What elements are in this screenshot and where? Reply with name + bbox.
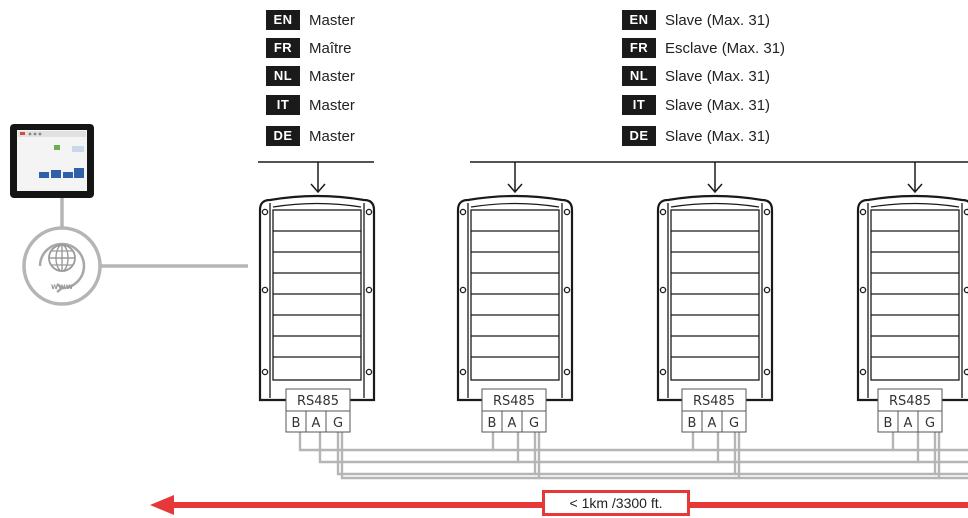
distance-label: < 1km /3300 ft. — [542, 490, 690, 516]
inverter-master — [258, 194, 376, 402]
inverter-slave — [656, 194, 774, 402]
bus-connection-lines — [258, 161, 968, 194]
terminal-pin-a: A — [708, 416, 717, 431]
inverter-slave — [856, 194, 968, 402]
slave-label-text: Slave (Max. 31) — [665, 96, 771, 114]
slave-label-text: Slave (Max. 31) — [665, 11, 771, 29]
master-label-en: EN Master — [266, 10, 355, 30]
rs485-terminal: RS485 B A G — [285, 388, 351, 433]
globe-label: www — [51, 282, 74, 291]
rs485-terminal: RS485 B A G — [481, 388, 547, 433]
inverter-slave — [456, 194, 574, 402]
language-badge: FR — [622, 38, 656, 58]
master-label-text: Master — [309, 67, 355, 85]
language-badge: DE — [622, 126, 656, 146]
master-label-de: DE Master — [266, 126, 355, 146]
terminal-title: RS485 — [297, 394, 339, 409]
language-badge: EN — [266, 10, 300, 30]
terminal-title: RS485 — [889, 394, 931, 409]
master-label-text: Master — [309, 11, 355, 29]
slave-label-text: Slave (Max. 31) — [665, 127, 771, 145]
language-badge: NL — [622, 66, 656, 86]
master-label-nl: NL Master — [266, 66, 355, 86]
language-badge: IT — [622, 95, 656, 115]
language-badge: NL — [266, 66, 300, 86]
terminal-pin-g: G — [529, 416, 539, 431]
terminal-pin-g: G — [925, 416, 935, 431]
rs485-terminal: RS485 B A G — [681, 388, 747, 433]
globe-icon: www — [22, 226, 102, 306]
terminal-title: RS485 — [493, 394, 535, 409]
terminal-pin-a: A — [508, 416, 517, 431]
terminal-pin-g: G — [729, 416, 739, 431]
language-badge: DE — [266, 126, 300, 146]
terminal-title: RS485 — [693, 394, 735, 409]
master-label-fr: FR Maître — [266, 38, 352, 58]
slave-label-en: EN Slave (Max. 31) — [622, 10, 770, 30]
slave-label-text: Slave (Max. 31) — [665, 67, 771, 85]
slave-label-fr: FR Esclave (Max. 31) — [622, 38, 785, 58]
terminal-pin-b: B — [488, 416, 497, 431]
master-label-text: Master — [309, 96, 355, 114]
slave-label-nl: NL Slave (Max. 31) — [622, 66, 770, 86]
slave-label-de: DE Slave (Max. 31) — [622, 126, 770, 146]
master-label-text: Maître — [309, 39, 352, 57]
terminal-pin-b: B — [292, 416, 301, 431]
terminal-pin-a: A — [904, 416, 913, 431]
master-label-it: IT Master — [266, 95, 355, 115]
slave-label-text: Esclave (Max. 31) — [665, 39, 786, 57]
language-badge: EN — [622, 10, 656, 30]
rs485-wiring — [298, 432, 968, 480]
language-badge: IT — [266, 95, 300, 115]
slave-label-it: IT Slave (Max. 31) — [622, 95, 770, 115]
language-badge: FR — [266, 38, 300, 58]
tablet-icon — [10, 124, 94, 198]
master-label-text: Master — [309, 127, 355, 145]
terminal-pin-b: B — [884, 416, 893, 431]
terminal-pin-b: B — [688, 416, 697, 431]
rs485-terminal: RS485 B A G — [877, 388, 943, 433]
terminal-pin-a: A — [312, 416, 321, 431]
terminal-pin-g: G — [333, 416, 343, 431]
